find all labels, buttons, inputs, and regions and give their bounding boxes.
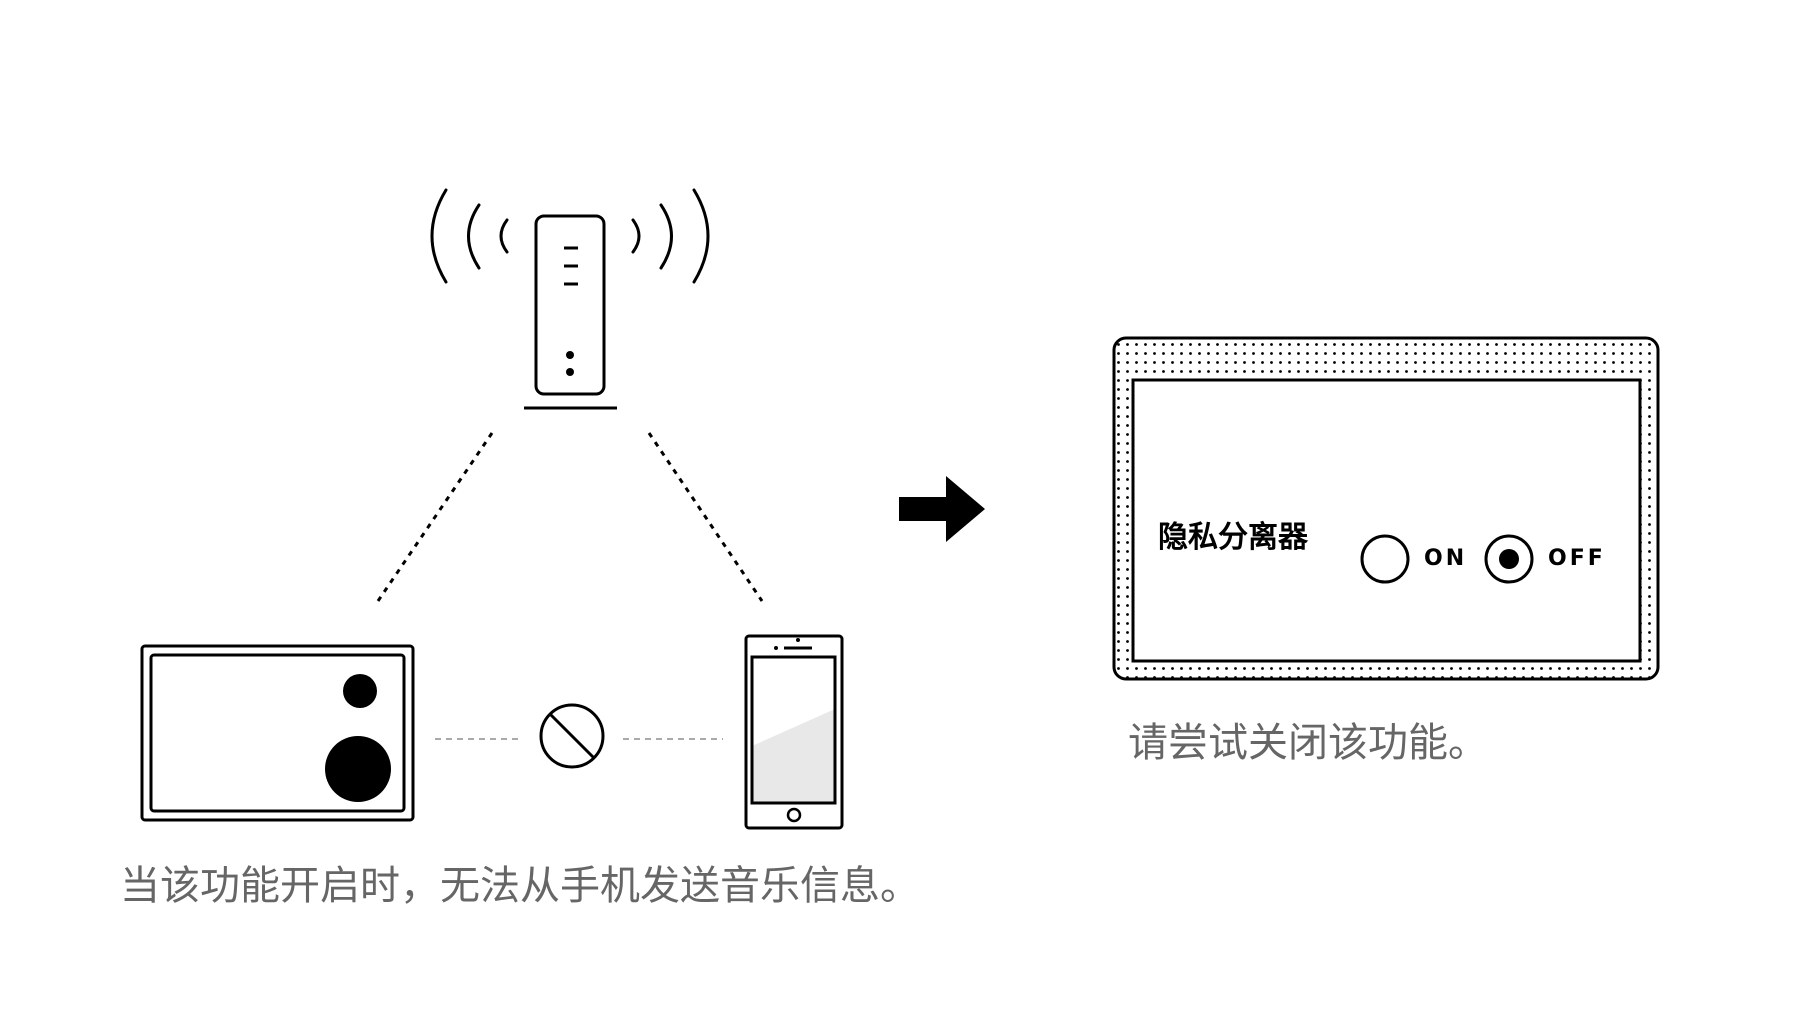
settings-panel	[1112, 336, 1660, 681]
left-caption: 当该功能开启时，无法从手机发送音乐信息。	[120, 863, 920, 909]
signal-wave	[430, 188, 448, 284]
smartphone-icon	[744, 634, 844, 830]
option-off-label[interactable]: OFF	[1548, 546, 1606, 571]
phone-camera	[796, 638, 800, 642]
router-status-dot	[566, 368, 574, 376]
option-on-label[interactable]: ON	[1424, 546, 1468, 571]
signal-wave	[631, 218, 641, 254]
phone-sensor	[774, 646, 778, 650]
radio-off-circle	[1484, 534, 1534, 584]
phone-home-button	[786, 807, 802, 823]
wifi-signal-icon	[430, 188, 710, 284]
speaker-icon	[140, 644, 415, 822]
no-entry-icon	[539, 703, 605, 769]
no-entry-slash	[548, 712, 596, 760]
connection-line-router-speaker	[376, 432, 494, 602]
speaker-inner-frame	[149, 653, 406, 813]
signal-wave	[692, 188, 710, 284]
router-body	[534, 214, 606, 396]
router-status-dot	[566, 351, 574, 359]
connection-line-router-phone	[647, 432, 764, 602]
no-entry-circle	[539, 703, 605, 769]
phone-screen-shade	[752, 709, 835, 803]
radio-off-button[interactable]	[1484, 534, 1534, 584]
phone-screen	[750, 655, 837, 805]
speaker-tweeter	[343, 674, 377, 708]
radio-on-button[interactable]	[1360, 534, 1410, 584]
speaker-outer-frame	[140, 644, 415, 822]
signal-wave	[499, 218, 509, 254]
radio-on-circle	[1360, 534, 1410, 584]
privacy-separator-title: 隐私分离器	[1158, 520, 1308, 555]
wifi-router-icon	[524, 214, 617, 410]
right-caption: 请尝试关闭该功能。	[1128, 720, 1488, 766]
signal-wave	[659, 203, 673, 270]
right-arrow-icon	[899, 476, 985, 542]
panel-inner-frame	[1131, 378, 1642, 663]
speaker-woofer	[325, 736, 391, 802]
signal-wave	[467, 203, 481, 270]
radio-off-selected-dot	[1499, 549, 1519, 569]
phone-body	[744, 634, 844, 830]
